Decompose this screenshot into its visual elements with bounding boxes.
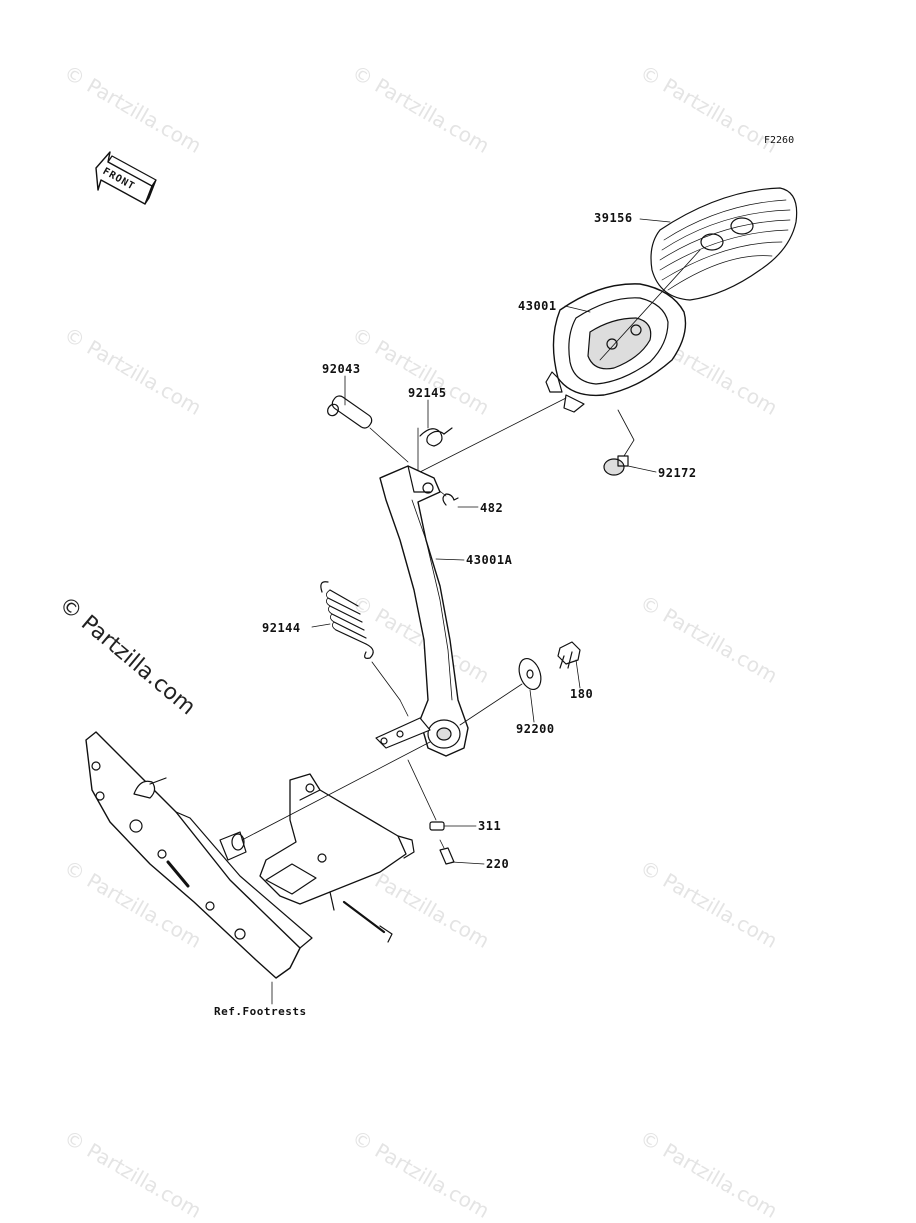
bolt-180 xyxy=(557,641,581,669)
label-ref-footrests: Ref.Footrests xyxy=(214,1005,307,1018)
label-92145: 92145 xyxy=(408,386,447,400)
pin-92043 xyxy=(327,395,373,429)
pedal-arm-43001A xyxy=(375,465,469,757)
diagram-code: F2260 xyxy=(764,135,795,146)
nut-92172 xyxy=(603,455,629,476)
screw-220 xyxy=(439,839,455,865)
label-43001: 43001 xyxy=(518,299,557,313)
spring-92144 xyxy=(320,581,374,659)
label-43001A: 43001A xyxy=(466,553,513,567)
label-180: 180 xyxy=(570,687,594,701)
label-220: 220 xyxy=(486,857,510,871)
washer-92200 xyxy=(518,657,542,691)
pedal-plate-43001 xyxy=(545,283,687,413)
label-311: 311 xyxy=(478,819,502,833)
front-arrow-icon xyxy=(95,151,157,205)
part-311 xyxy=(429,821,445,831)
label-482: 482 xyxy=(480,501,504,515)
footrest-bracket xyxy=(85,731,415,979)
label-92200: 92200 xyxy=(516,722,555,736)
label-92043: 92043 xyxy=(322,362,361,376)
footpad-39156 xyxy=(650,187,798,301)
label-39156: 39156 xyxy=(594,211,633,225)
leader-lines xyxy=(271,218,671,1005)
label-92172: 92172 xyxy=(658,466,697,480)
spring-92145 xyxy=(417,427,453,471)
label-92144: 92144 xyxy=(262,621,301,635)
